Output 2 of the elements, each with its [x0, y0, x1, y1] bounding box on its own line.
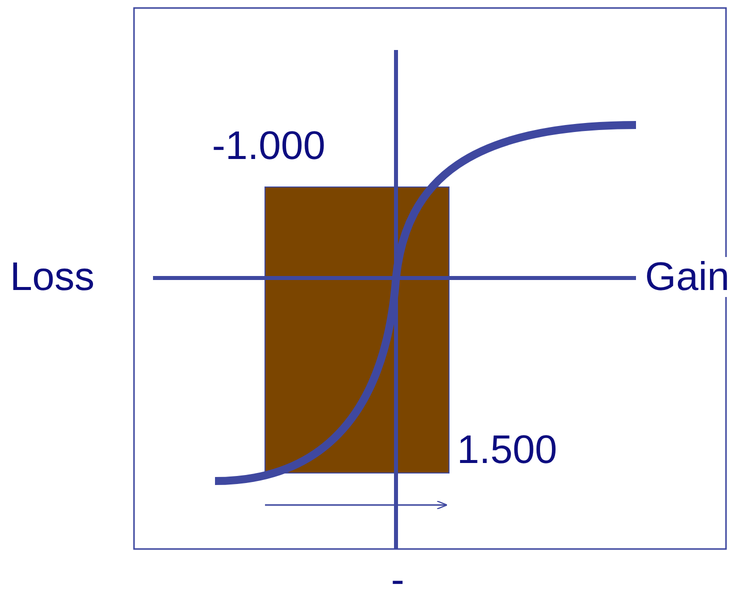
- axis-label: Gain: [645, 257, 730, 297]
- shaded-region: [264, 186, 450, 474]
